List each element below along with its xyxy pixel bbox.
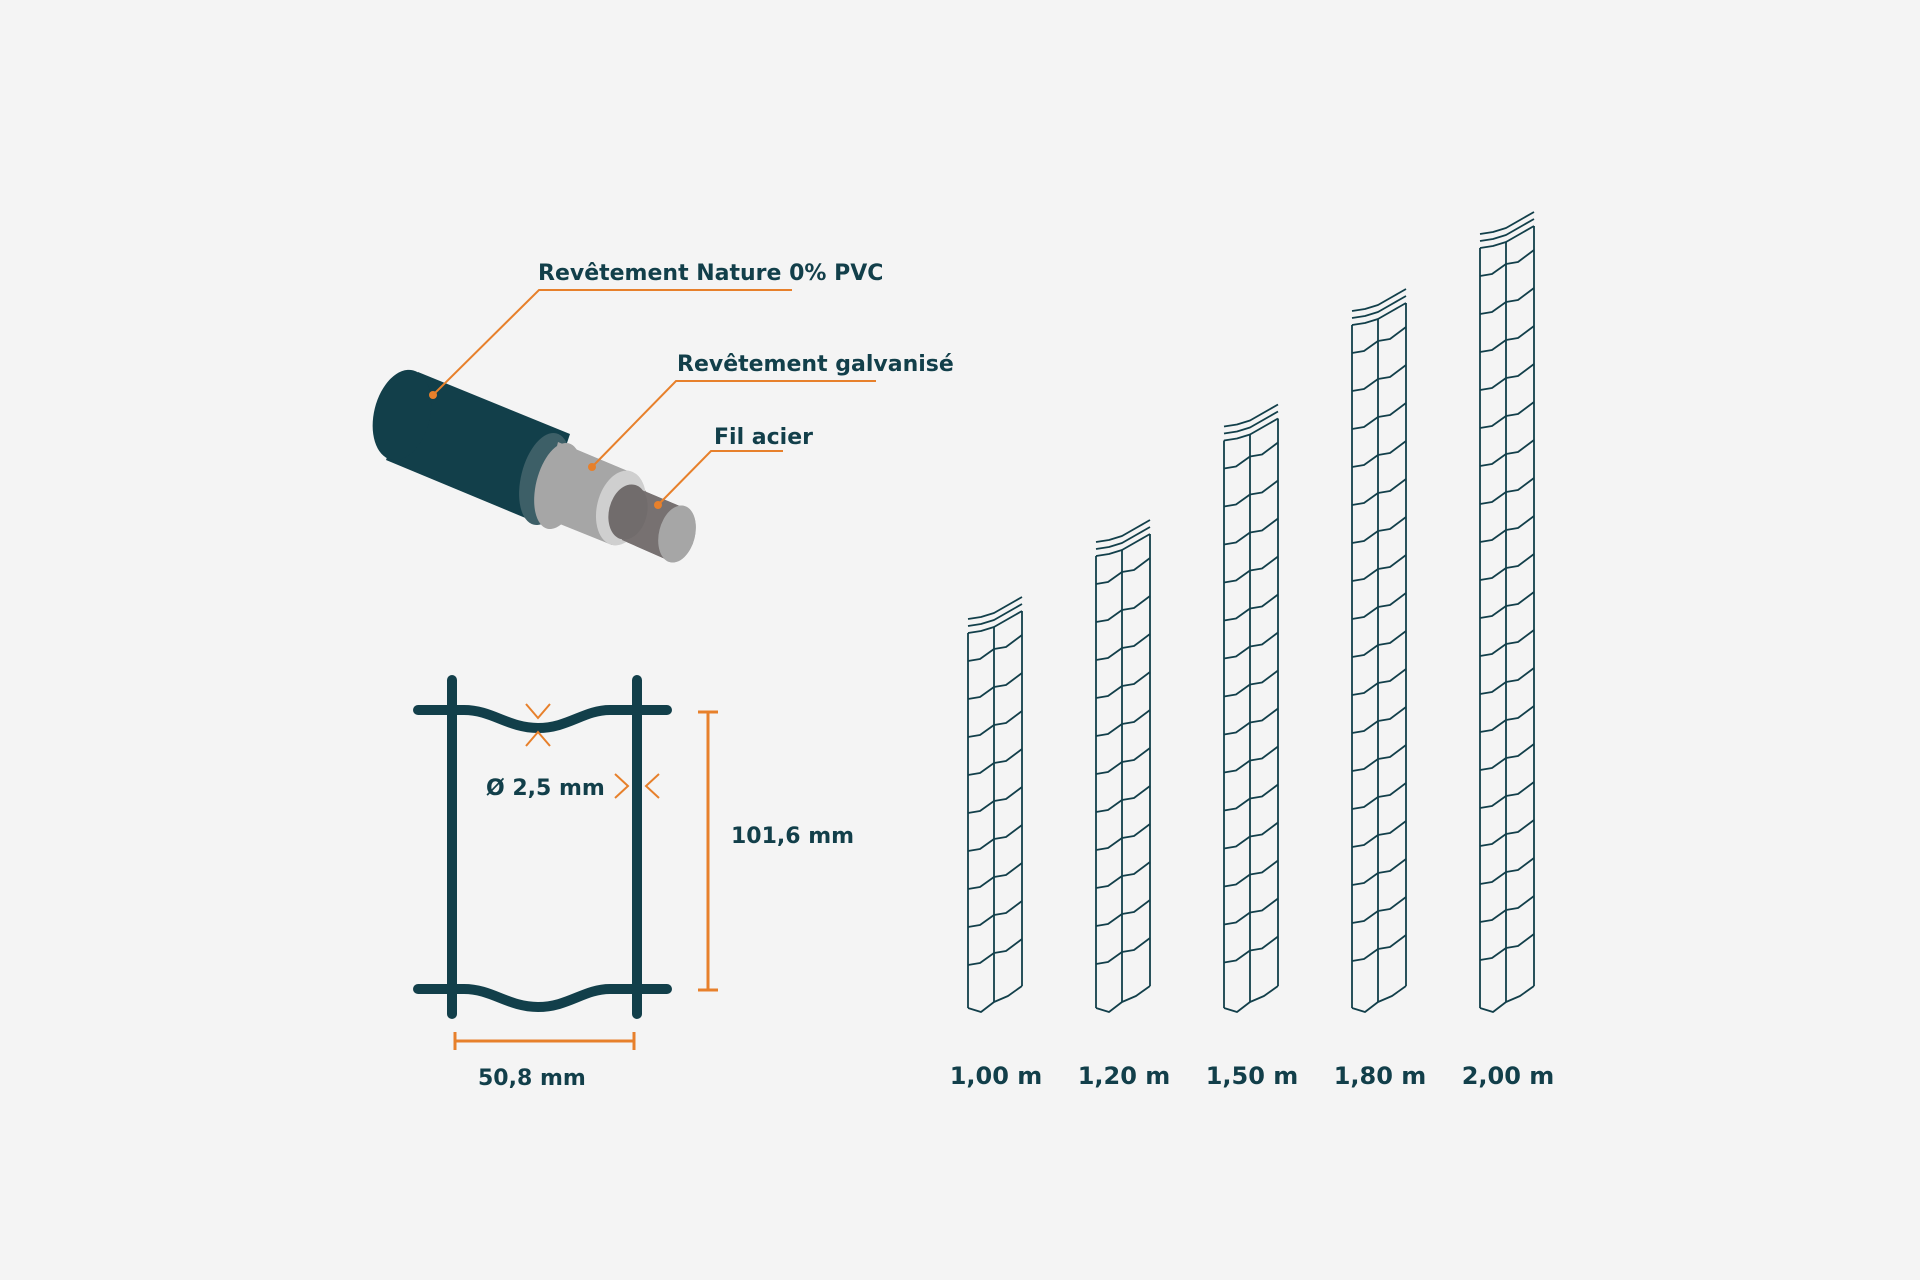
label-nature-coating: Revêtement Nature 0% PVC [538, 261, 883, 286]
leader-line-coating [432, 289, 792, 396]
panel-2 [1223, 403, 1279, 1013]
panel-height-label-3: 1,80 m [1334, 1062, 1427, 1090]
leader-line-steel [657, 450, 783, 506]
panel-height-label-4: 2,00 m [1462, 1062, 1555, 1090]
panel-heights [967, 211, 1535, 1013]
diameter-marker-bottom [525, 730, 551, 747]
panel-1 [1095, 519, 1151, 1013]
horizontal-wire-bottom [413, 984, 672, 1013]
label-mesh-width: 50,8 mm [478, 1066, 586, 1091]
cable-illustration: Revêtement Nature 0% PVC Revêtement galv… [372, 261, 954, 563]
horizontal-wire-top [413, 705, 672, 734]
label-mesh-height: 101,6 mm [731, 824, 854, 849]
panel-height-label-1: 1,20 m [1078, 1062, 1171, 1090]
label-galvanized-coating: Revêtement galvanisé [677, 352, 954, 377]
mesh-dimension-diagram: Ø 2,5 mm 101,6 mm 50,8 mm [413, 675, 854, 1091]
label-wire-diameter: Ø 2,5 mm [486, 776, 605, 801]
leader-line-galvanized [591, 380, 876, 468]
diameter-marker-right [644, 773, 660, 799]
panel-0 [967, 596, 1023, 1013]
label-steel-wire: Fil acier [714, 425, 813, 450]
panel-4 [1479, 211, 1535, 1013]
diameter-marker-top [525, 703, 551, 720]
panel-height-label-0: 1,00 m [950, 1062, 1043, 1090]
panel-3 [1351, 288, 1407, 1013]
panel-height-label-2: 1,50 m [1206, 1062, 1299, 1090]
outer-coating [372, 369, 696, 563]
diameter-marker-left [614, 773, 630, 799]
panel-height-labels: 1,00 m 1,20 m 1,50 m 1,80 m 2,00 m [950, 1062, 1555, 1090]
